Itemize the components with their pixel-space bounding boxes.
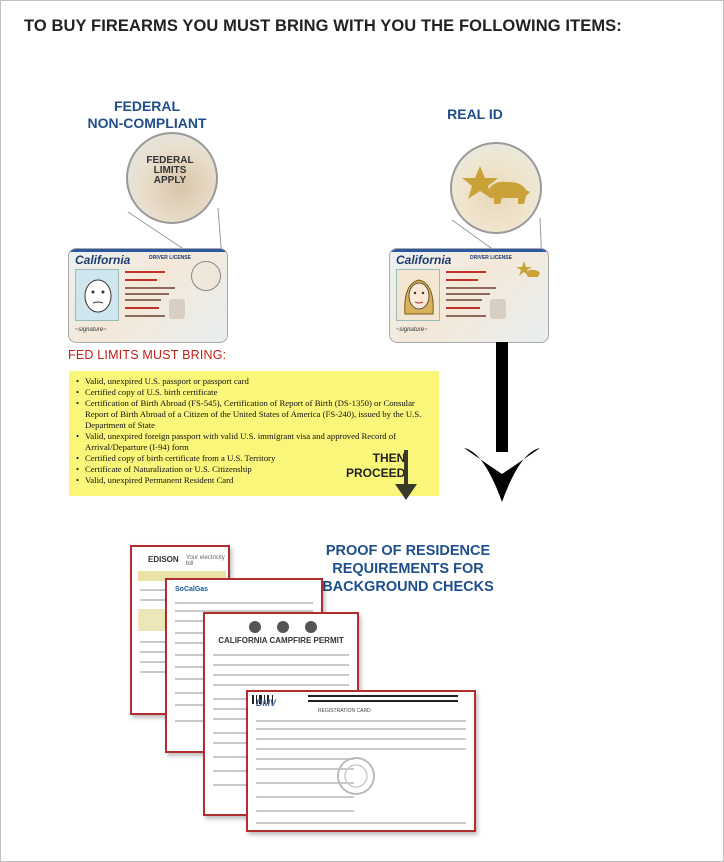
real-id-zoom-circle	[450, 142, 542, 234]
license-signature: ~signature~	[75, 327, 107, 333]
bear-star-icon	[462, 166, 530, 204]
federal-heading-line2: NON-COMPLIANT	[87, 115, 207, 131]
federal-noncompliant-heading: FEDERAL NON-COMPLIANT	[72, 98, 222, 132]
real-id-license: California DRIVER LICENSE ~signature~	[389, 248, 549, 343]
requirements-list: Valid, unexpired U.S. passport or passpo…	[76, 376, 439, 486]
proof-of-residence-heading: PROOF OF RESIDENCE REQUIREMENTS FOR BACK…	[322, 543, 494, 595]
license-state: California	[75, 253, 131, 267]
vehicle-registration-document: DMV REGISTRATION CARD	[246, 690, 476, 832]
license-state: California	[396, 253, 452, 267]
federal-limits-badge	[191, 261, 221, 291]
state-seal-icon	[337, 757, 375, 795]
agency-seals-icon	[249, 621, 317, 633]
list-item: Certified copy of U.S. birth certificate	[76, 387, 439, 398]
list-item: Valid, unexpired foreign passport with v…	[76, 431, 439, 453]
license-ghost-photo	[490, 299, 506, 319]
license-ghost-photo	[169, 299, 185, 319]
page-title: TO BUY FIREARMS YOU MUST BRING WITH YOU …	[24, 17, 622, 35]
list-item: Certification of Birth Abroad (FS-545), …	[76, 398, 439, 431]
list-item: Certified copy of birth certificate from…	[76, 453, 439, 464]
license-type: DRIVER LICENSE	[470, 255, 512, 261]
list-item: Certificate of Naturalization or U.S. Ci…	[76, 464, 439, 475]
license-signature: ~signature~	[396, 327, 428, 333]
federal-heading-line1: FEDERAL	[113, 98, 181, 114]
federal-noncompliant-license: California DRIVER LICENSE ~signature~	[68, 248, 228, 343]
cartoon-woman-icon	[404, 279, 434, 315]
permit-title: CALIFORNIA CAMPFIRE PERMIT	[218, 636, 344, 645]
small-down-arrow-icon	[395, 450, 417, 500]
federal-limits-stamp: FEDERAL LIMITS APPLY	[146, 155, 194, 186]
registration-title: REGISTRATION CARD	[318, 708, 371, 714]
cartoon-face-icon	[84, 279, 112, 313]
edison-logo: EDISON	[148, 555, 179, 564]
license-photo	[396, 269, 440, 321]
proceed-arrow-icon	[464, 342, 540, 502]
registration-barcode	[248, 692, 474, 706]
license-photo	[75, 269, 119, 321]
socalgas-logo: SoCalGas	[175, 586, 209, 593]
requirements-box: Valid, unexpired U.S. passport or passpo…	[69, 371, 439, 496]
fed-limits-label: FED LIMITS MUST BRING:	[68, 348, 227, 362]
then-proceed-label: THEN PROCEED	[346, 451, 406, 480]
federal-zoom-circle: FEDERAL LIMITS APPLY	[126, 132, 218, 224]
real-id-star-icon	[516, 261, 540, 277]
list-item: Valid, unexpired Permanent Resident Card	[76, 475, 439, 486]
dmv-logo: DMV	[256, 698, 276, 708]
real-id-heading: REAL ID	[447, 106, 503, 122]
list-item: Valid, unexpired U.S. passport or passpo…	[76, 376, 439, 387]
license-type: DRIVER LICENSE	[149, 255, 191, 261]
bill-caption: Your electricity bill	[186, 555, 225, 567]
